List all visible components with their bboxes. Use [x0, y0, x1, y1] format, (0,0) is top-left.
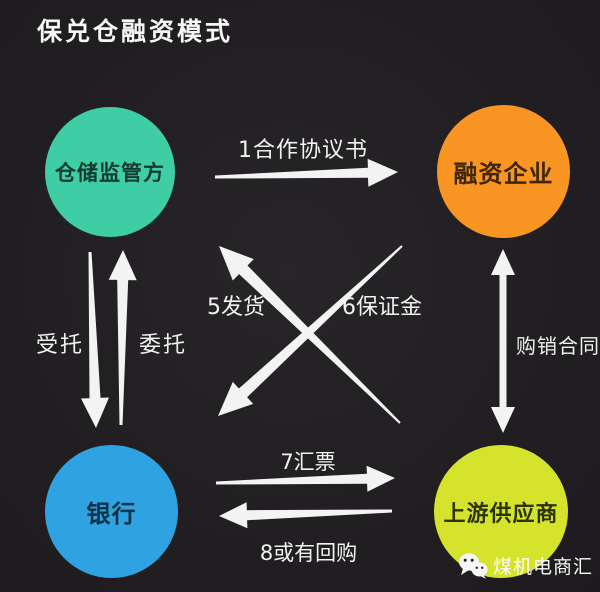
wechat-icon [459, 553, 488, 579]
edge-label-purchase-contract: 购销合同 [516, 334, 600, 358]
arrow-repurchase-left [219, 502, 392, 529]
arrow-purchase-bidirectional [491, 249, 515, 433]
node-warehouse-supervisor: 仓储监管方 [45, 107, 175, 237]
edge-label-shipping: 5发货 [207, 295, 265, 320]
watermark: 煤机电商汇 [458, 552, 593, 579]
node-bank: 银行 [45, 445, 178, 578]
node-upstream-supplier: 上游供应商 [434, 445, 568, 578]
page-title: 保兑仓融资模式 [37, 17, 234, 46]
edge-label-entrusted: 受托 [36, 333, 85, 358]
edge-label-entrust: 委托 [139, 333, 188, 358]
arrow-deposit-downleft [218, 245, 403, 416]
arrow-entrusted-down [81, 252, 109, 428]
watermark-text: 煤机电商汇 [493, 556, 594, 578]
edge-label-repurchase: 8或有回购 [259, 541, 358, 565]
edge-label-draft: 7汇票 [280, 450, 336, 474]
edge-label-cooperation: 1合作协议书 [238, 138, 368, 163]
arrow-shipping-upleft [219, 246, 401, 424]
arrow-entrust-up [108, 250, 137, 425]
node-financing-enterprise: 融资企业 [437, 105, 570, 238]
edge-label-deposit: 6保证金 [342, 295, 422, 320]
